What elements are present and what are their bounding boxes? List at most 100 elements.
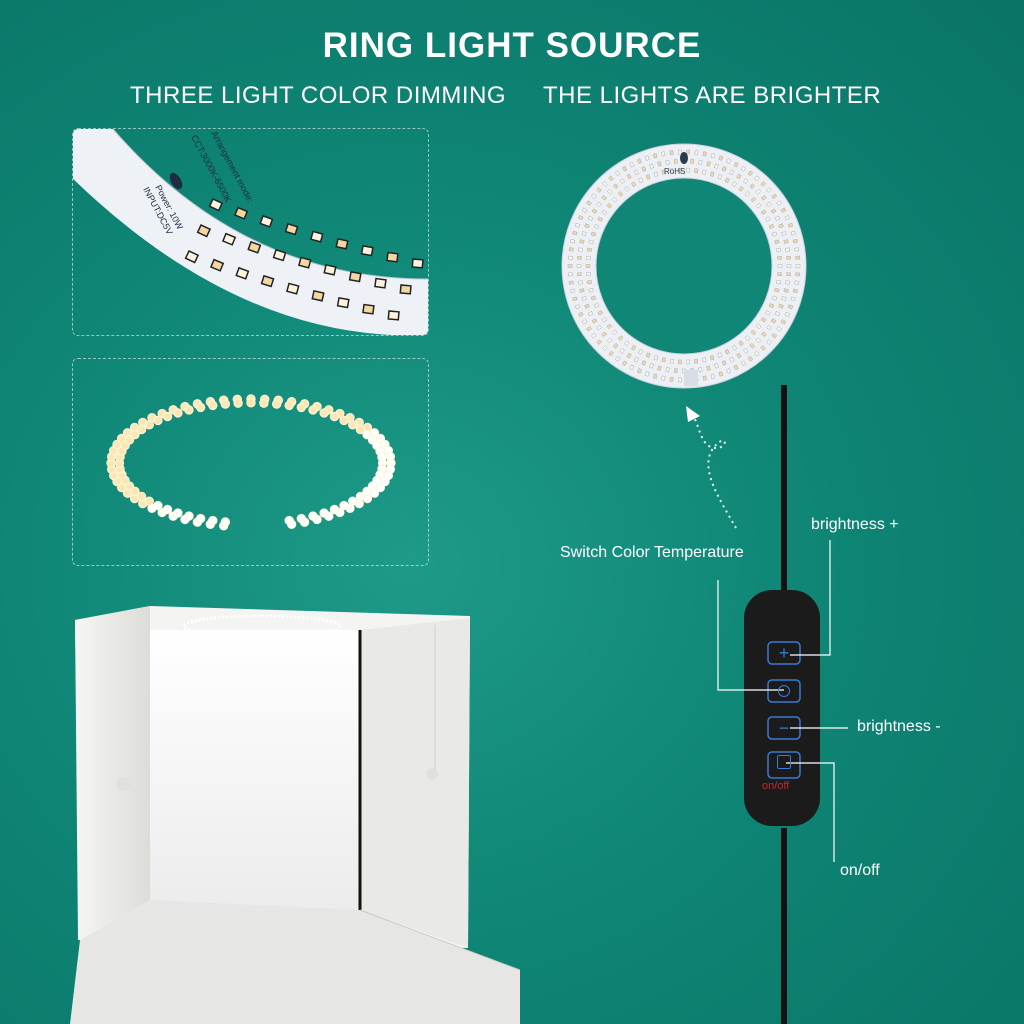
- board-led: [661, 357, 666, 363]
- label-power: on/off: [840, 862, 880, 879]
- glowing-led: [130, 429, 140, 440]
- board-led: [714, 363, 719, 369]
- board-led: [673, 368, 678, 374]
- closeup-led: [259, 214, 274, 228]
- board-led: [587, 311, 594, 317]
- board-led: [738, 186, 744, 192]
- glowing-led: [296, 513, 307, 524]
- closeup-led: [284, 222, 299, 236]
- board-led: [591, 318, 598, 324]
- closeup-led: [235, 266, 250, 280]
- board-led: [579, 288, 585, 293]
- board-led: [731, 181, 737, 188]
- rohs-mark: RoHS: [664, 167, 685, 176]
- glowing-led: [362, 429, 372, 440]
- board-led: [665, 367, 670, 373]
- board-led: [795, 264, 801, 268]
- board-led: [721, 360, 727, 366]
- board-led: [777, 264, 783, 268]
- board-led: [588, 239, 594, 245]
- board-led: [597, 216, 603, 222]
- glowing-led: [319, 408, 329, 418]
- board-led: [590, 231, 597, 237]
- board-led: [774, 239, 780, 245]
- board-led: [626, 173, 632, 180]
- glowing-led: [362, 486, 372, 497]
- board-led: [608, 175, 614, 182]
- glowing-led: [308, 511, 318, 521]
- glowing-led: [355, 424, 366, 435]
- board-led: [590, 332, 597, 339]
- board-led: [714, 163, 719, 169]
- board-led: [653, 171, 659, 177]
- board-led: [652, 373, 658, 379]
- closeup-led: [233, 206, 249, 220]
- closeup-led: [208, 198, 224, 212]
- closeup-led: [323, 263, 337, 276]
- glowing-led: [136, 424, 147, 435]
- board-led: [619, 178, 625, 184]
- board-led: [669, 376, 674, 382]
- switch-color-button[interactable]: [768, 680, 800, 702]
- board-led: [591, 208, 598, 214]
- glowing-ring-image: [106, 394, 396, 531]
- board-led: [678, 149, 682, 155]
- board-led: [771, 231, 778, 237]
- glowing-led: [162, 504, 173, 515]
- board-led: [661, 169, 666, 175]
- closeup-led: [298, 256, 312, 269]
- board-led: [581, 319, 588, 325]
- board-led: [786, 264, 792, 268]
- glowing-led: [329, 504, 340, 515]
- board-led: [774, 287, 780, 293]
- board-led: [738, 340, 744, 346]
- board-led: [749, 343, 755, 349]
- brightness-down-button[interactable]: −: [768, 717, 800, 739]
- board-led: [586, 255, 591, 260]
- board-led: [690, 158, 695, 164]
- closeup-led: [336, 297, 350, 309]
- board-led: [761, 195, 767, 201]
- board-led: [744, 335, 751, 341]
- board-led: [710, 153, 716, 159]
- board-led: [641, 166, 647, 172]
- board-led: [777, 255, 782, 260]
- power-button[interactable]: [768, 752, 800, 778]
- board-led: [770, 318, 777, 324]
- board-led: [673, 158, 678, 164]
- closeup-led: [310, 230, 324, 243]
- board-led: [574, 222, 581, 228]
- board-led: [611, 329, 618, 336]
- closeup-led: [311, 289, 325, 302]
- board-led: [590, 295, 597, 301]
- board-led: [721, 166, 727, 172]
- board-led: [729, 356, 735, 363]
- board-led: [617, 335, 624, 341]
- board-led: [724, 177, 730, 184]
- board-led: [669, 150, 674, 156]
- board-led: [790, 296, 796, 302]
- board-led: [694, 358, 699, 364]
- board-led: [661, 151, 666, 157]
- board-led: [602, 345, 608, 351]
- glowing-led: [319, 508, 329, 518]
- board-led: [661, 375, 666, 381]
- brightness-up-button[interactable]: +: [768, 642, 800, 664]
- board-led: [760, 209, 767, 215]
- board-led: [686, 359, 690, 365]
- board-led: [596, 339, 602, 345]
- board-led: [586, 326, 592, 332]
- glowing-led: [233, 398, 243, 408]
- glowing-led: [296, 402, 307, 413]
- board-led: [570, 288, 576, 293]
- closeup-led: [399, 284, 412, 295]
- glowing-led: [271, 399, 282, 409]
- board-led: [717, 352, 723, 358]
- board-led: [768, 303, 775, 308]
- board-led: [624, 340, 630, 346]
- board-led: [765, 216, 771, 222]
- board-led: [586, 200, 592, 206]
- board-led: [749, 183, 755, 189]
- board-led: [622, 165, 628, 172]
- board-led: [787, 304, 794, 310]
